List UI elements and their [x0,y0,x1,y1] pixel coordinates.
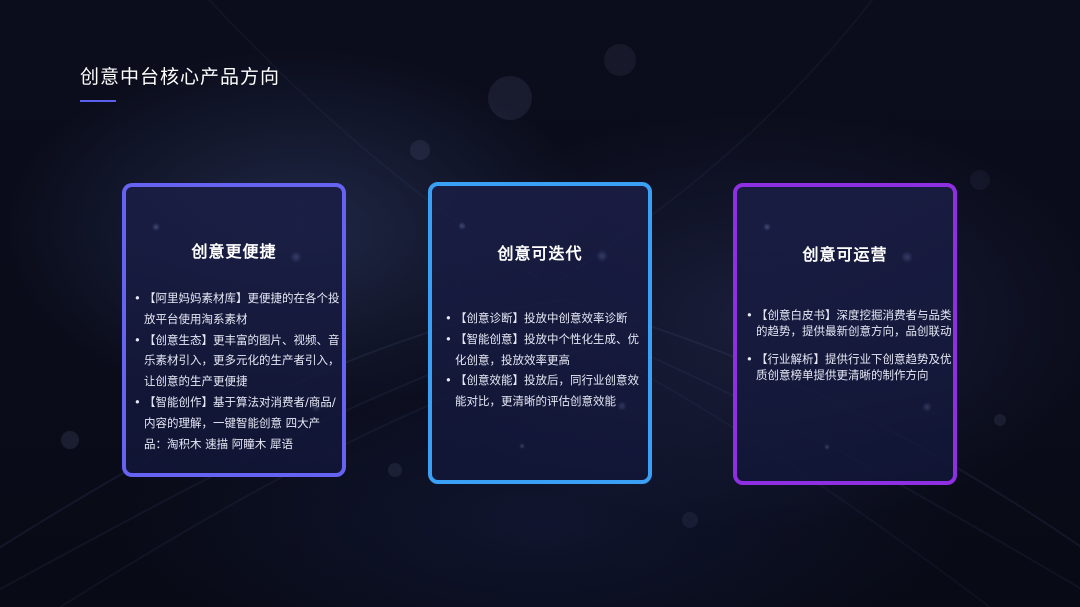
bullet-item: 【创意诊断】投放中创意效率诊断 [445,308,645,329]
bullet-list: 【创意白皮书】深度挖掘消费者与品类的趋势，提供最新创意方向，品创联动 【行业解析… [746,307,952,383]
slide-title: 创意中台核心产品方向 [80,66,281,88]
slide-header: 创意中台核心产品方向 [80,62,280,102]
bullet-item: 【阿里妈妈素材库】更便捷的在各个投放平台使用淘系素材 [134,288,340,330]
bullet-item: 【行业解析】提供行业下创意趋势及优质创意榜单提供更清晰的制作方向 [746,351,952,383]
card-title: 创意更便捷 [191,242,277,261]
card-iterable: 创意可迭代 【创意诊断】投放中创意效率诊断 【智能创意】投放中个性化生成、优化创… [428,182,652,484]
card-convenient: 创意更便捷 【阿里妈妈素材库】更便捷的在各个投放平台使用淘系素材 【创意生态】更… [122,183,346,477]
title-underline [80,100,116,102]
bullet-item: 【创意白皮书】深度挖掘消费者与品类的趋势，提供最新创意方向，品创联动 [746,307,952,339]
card-title: 创意可迭代 [497,244,583,263]
bullet-item: 【创意生态】更丰富的图片、视频、音乐素材引入，更多元化的生产者引入，让创意的生产… [134,330,340,392]
bullet-list: 【阿里妈妈素材库】更便捷的在各个投放平台使用淘系素材 【创意生态】更丰富的图片、… [134,288,340,454]
bullet-item: 【智能创意】投放中个性化生成、优化创意，投放效率更高 [445,329,645,371]
bullet-item: 【创意效能】投放后，同行业创意效能对比，更清晰的评估创意效能 [445,370,645,412]
bullet-item: 【智能创作】基于算法对消费者/商品/内容的理解，一键智能创意 四大产品：淘积木 … [134,392,340,454]
bullet-list: 【创意诊断】投放中创意效率诊断 【智能创意】投放中个性化生成、优化创意，投放效率… [445,308,645,412]
card-operable: 创意可运营 【创意白皮书】深度挖掘消费者与品类的趋势，提供最新创意方向，品创联动… [733,183,957,485]
card-title: 创意可运营 [802,245,888,264]
